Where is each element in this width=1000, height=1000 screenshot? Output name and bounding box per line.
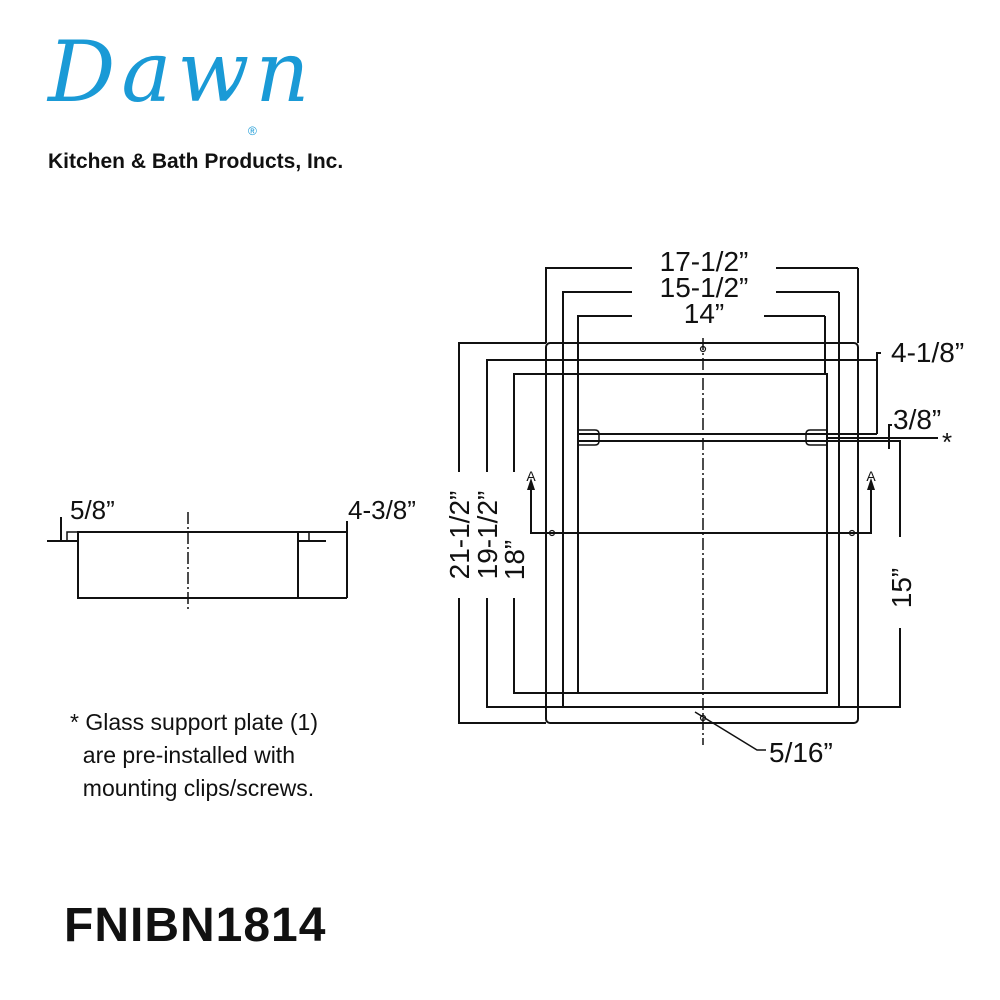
left-shelf-clip (578, 429, 600, 446)
note-line: * Glass support plate (1) (70, 709, 319, 735)
dim-width-inner: 14” (684, 298, 724, 329)
dim-shelf-thickness: 3/8” (893, 404, 941, 435)
left-clip (66, 531, 79, 542)
model-number: FNIBN1814 (64, 899, 327, 952)
dim-flange: 5/8” (70, 495, 115, 525)
mounting-hole (548, 529, 556, 537)
registered-mark: ® (248, 124, 257, 138)
dim-shelf-top: 4-1/8” (891, 337, 964, 368)
front-view: 17-1/2” 15-1/2” 14” 21-1/2” 19-1/2” 18” … (444, 246, 964, 768)
dim-height-outer: 21-1/2” (444, 491, 475, 580)
dim-width-outer: 17-1/2” (660, 246, 749, 277)
section-label-left: A (526, 468, 536, 484)
dim-height-inner: 18” (499, 540, 530, 580)
installation-note: * Glass support plate (1) are pre-instal… (70, 706, 318, 805)
note-line: mounting clips/screws. (70, 775, 315, 801)
asterisk-mark: * (942, 427, 952, 457)
right-clip (297, 531, 310, 542)
note-line: are pre-installed with (70, 742, 295, 768)
section-line (530, 482, 872, 534)
mounting-hole (848, 529, 856, 537)
hole-leader (694, 711, 766, 751)
right-shelf-clip (805, 429, 827, 446)
dim-shelf-height: 15” (886, 568, 917, 608)
dim-depth: 4-3/8” (348, 495, 416, 525)
dim-width-mid: 15-1/2” (660, 272, 749, 303)
arrow-up-icon (867, 478, 875, 490)
company-name: Kitchen & Bath Products, Inc. (48, 150, 344, 173)
mounting-hole (699, 345, 707, 353)
side-view: 5/8” 4-3/8” (47, 495, 416, 612)
brand-logo: Dawn (48, 23, 316, 121)
section-label-right: A (866, 468, 876, 484)
dim-hole: 5/16” (769, 737, 833, 768)
dim-height-mid: 19-1/2” (472, 491, 503, 580)
arrow-up-icon (527, 478, 535, 490)
